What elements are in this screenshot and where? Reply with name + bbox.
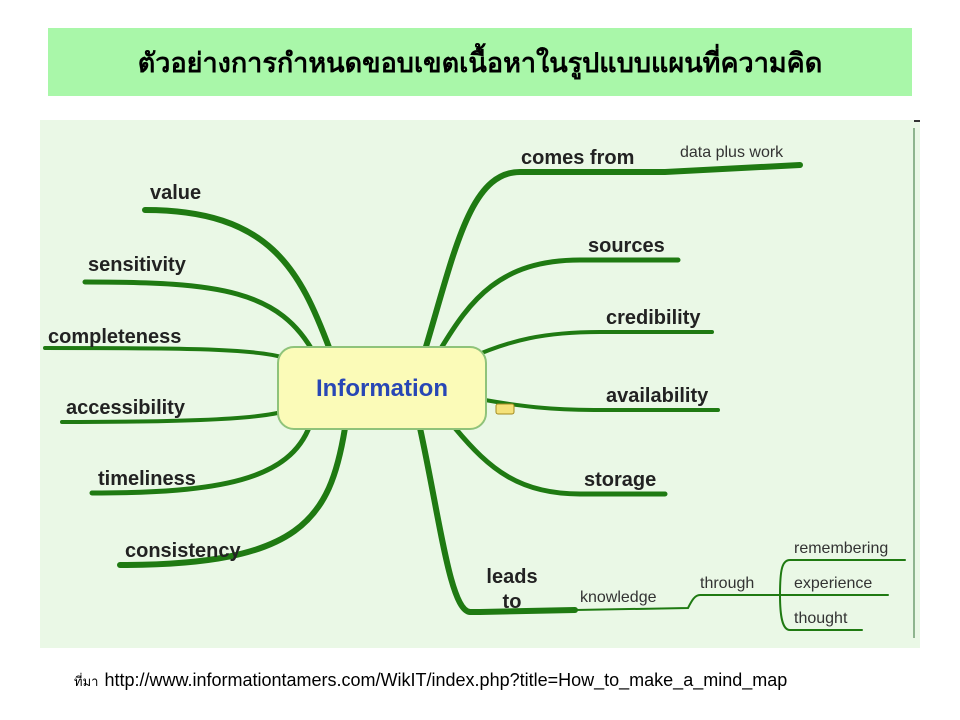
label-knowledge: knowledge [580, 589, 657, 606]
center-label: Information [316, 375, 448, 402]
source-url[interactable]: http://www.informationtamers.com/WikIT/i… [104, 670, 788, 690]
map-right-border [913, 128, 919, 638]
center-node [277, 346, 487, 430]
label-experience: experience [794, 575, 872, 592]
branch-leads-to [417, 425, 578, 615]
source-prefix: ที่มา [74, 675, 99, 690]
branch-availability [483, 398, 720, 412]
branch-timeliness [89, 422, 313, 496]
label-storage: storage [584, 469, 656, 491]
label-availability: availability [606, 385, 709, 407]
branch-sources [437, 257, 681, 353]
label-to: to [503, 591, 522, 613]
label-completeness: completeness [48, 326, 181, 348]
page-title: ตัวอย่างการกำหนดขอบเขตเนื้อหาในรูปแบบแผน… [137, 47, 823, 79]
branch-remembering [779, 559, 906, 596]
branch-thought [779, 594, 863, 631]
branch-completeness [43, 346, 287, 360]
map-corner-tick [914, 120, 920, 122]
label-timeliness: timeliness [98, 468, 196, 490]
branch-accessibility [60, 410, 284, 424]
branch-credibility [468, 330, 714, 360]
branch-storage [452, 425, 668, 497]
title-bar: ตัวอย่างการกำหนดขอบเขตเนื้อหาในรูปแบบแผน… [48, 28, 912, 96]
label-through: through [700, 575, 754, 592]
attachment-tag-icon [495, 403, 515, 415]
label-value: value [150, 182, 201, 204]
branch-consistency [117, 425, 348, 568]
branch-value [142, 207, 333, 353]
source-citation: ที่มา http://www.informationtamers.com/Wi… [74, 670, 787, 692]
label-leads: leads [486, 566, 537, 588]
label-sensitivity: sensitivity [88, 254, 187, 276]
branch-comes-from [422, 162, 803, 353]
label-accessibility: accessibility [66, 397, 186, 419]
branch-knowledge [574, 594, 781, 611]
label-remembering: remembering [794, 540, 888, 557]
label-consistency: consistency [125, 540, 241, 562]
label-data-plus-work: data plus work [680, 144, 784, 161]
label-credibility: credibility [606, 307, 701, 329]
branch-sensitivity [82, 279, 318, 358]
label-comes-from: comes from [521, 147, 634, 169]
label-thought: thought [794, 610, 848, 627]
label-sources: sources [588, 235, 665, 257]
